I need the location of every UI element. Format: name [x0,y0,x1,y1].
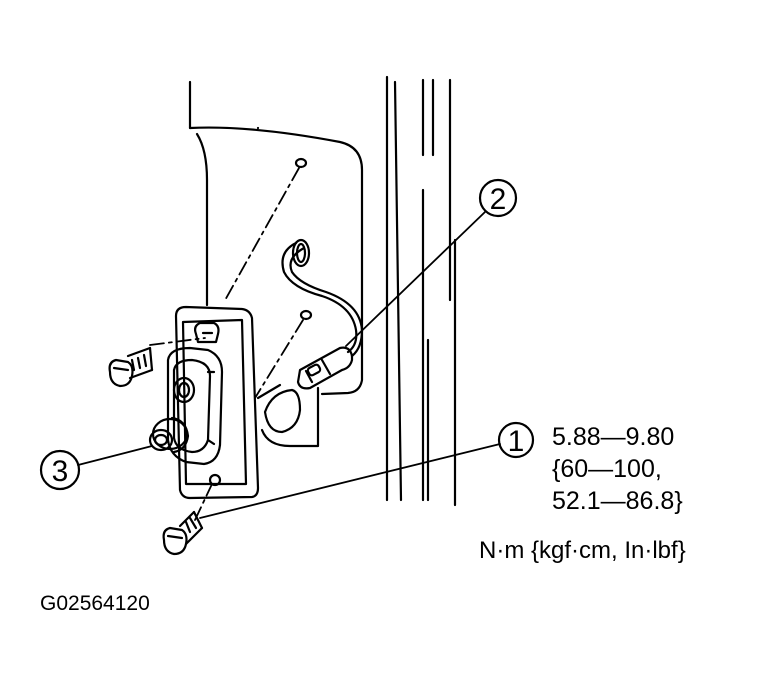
torque-nm: 5.88—9.80 [552,423,675,451]
body-panel [188,75,457,507]
lamp-housing [166,305,260,500]
bulb-socket [148,416,190,454]
upper-bolt [108,346,154,388]
torque-specification: 5.88—9.80 {60—100, 52.1—86.8} [552,421,683,517]
callout-circles [39,178,535,491]
units-label: N·m {kgf·cm, In·lbf} [479,537,686,564]
callout-2-label: 2 [490,183,507,216]
torque-inlbf: 52.1—86.8} [552,487,683,515]
lower-bolt [162,510,204,556]
callout-1-label: 1 [508,425,525,458]
connector [296,346,354,390]
figure-id: G02564120 [40,592,150,615]
callout-3-label: 3 [52,455,69,488]
torque-kgfcm: {60—100, [552,455,662,483]
panel-holes [291,157,313,321]
wiring-harness [281,241,364,358]
alignment-lines [149,167,304,521]
leader-lines [77,211,501,519]
